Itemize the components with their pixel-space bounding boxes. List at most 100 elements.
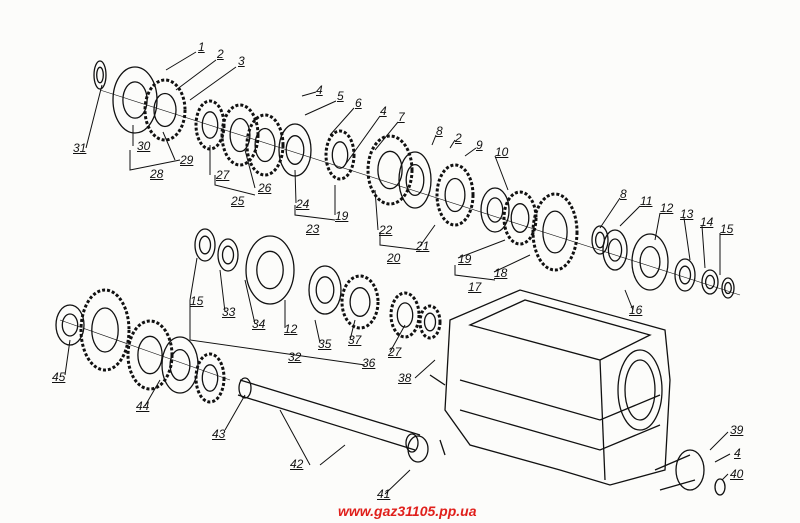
mainshaft-part-5 <box>245 113 285 177</box>
mainshaft-part-11-bore <box>486 197 504 223</box>
secondary-part-4 <box>340 274 380 330</box>
secondary-part-1-bore <box>221 245 235 265</box>
callout-38: 38 <box>398 371 412 385</box>
mainshaft-part-6 <box>278 123 312 177</box>
callout-44: 44 <box>136 399 150 413</box>
mainshaft-part-3-bore <box>201 111 219 139</box>
secondary-part-6 <box>418 304 442 340</box>
mainshaft-part-17-bore <box>678 265 692 285</box>
callout-34: 34 <box>252 317 266 331</box>
callout-17: 17 <box>468 280 482 294</box>
callout-10: 10 <box>495 145 509 159</box>
callout-43: 43 <box>212 427 226 441</box>
mainshaft-part-9 <box>398 151 432 209</box>
callout-29: 29 <box>180 153 194 167</box>
callout-16: 16 <box>629 303 643 317</box>
callout-3: 3 <box>238 54 245 68</box>
callout-27b: 27 <box>388 345 402 359</box>
cluster-part-3 <box>161 336 199 394</box>
mainshaft-part-19 <box>721 277 735 299</box>
callout-41: 41 <box>377 487 391 501</box>
cluster-part-1 <box>79 288 131 372</box>
callout-28: 28 <box>150 167 164 181</box>
callout-20: 20 <box>387 251 401 265</box>
secondary-part-0-bore <box>198 235 212 255</box>
callout-7: 7 <box>398 110 405 124</box>
callout-32: 32 <box>288 350 302 364</box>
callout-40: 40 <box>730 467 744 481</box>
mainshaft-part-18-bore <box>704 274 716 290</box>
mainshaft-part-7-bore <box>331 141 349 169</box>
callout-8b: 8 <box>620 187 627 201</box>
axis-line-1 <box>59 319 231 381</box>
secondary-part-6-bore <box>423 312 437 332</box>
callout-37: 37 <box>348 333 362 347</box>
callout-1: 1 <box>198 40 205 54</box>
mainshaft-part-9-bore <box>405 163 425 197</box>
axis-line-0 <box>99 89 741 296</box>
shaft-43 <box>237 377 429 463</box>
cluster-part-2 <box>126 319 174 391</box>
mainshaft-part-13-bore <box>542 210 568 254</box>
secondary-part-3 <box>308 265 342 315</box>
callout-25: 25 <box>231 194 245 208</box>
mainshaft-part-13 <box>531 192 579 272</box>
callout-45: 45 <box>52 370 66 384</box>
watermark-url: www.gaz31105.pp.ua <box>338 503 477 519</box>
callout-42: 42 <box>290 457 304 471</box>
callout-23: 23 <box>306 222 320 236</box>
input-gear-39 <box>654 449 726 496</box>
gearbox-housing <box>429 289 671 486</box>
callout-5: 5 <box>337 89 344 103</box>
cluster-part-0 <box>55 304 85 346</box>
secondary-part-1 <box>217 238 239 272</box>
callout-4c: 4 <box>734 446 741 460</box>
callout-11: 11 <box>640 194 653 208</box>
mainshaft-part-15 <box>602 229 628 271</box>
callout-13: 13 <box>680 207 694 221</box>
mainshaft-part-2 <box>143 78 187 142</box>
callout-33: 33 <box>222 305 236 319</box>
callout-12: 12 <box>660 201 674 215</box>
callout-31: 31 <box>73 141 87 155</box>
callout-12b: 12 <box>284 322 298 336</box>
mainshaft-part-4-bore <box>229 117 251 153</box>
cluster-part-1-bore <box>91 307 119 353</box>
mainshaft-part-5-bore <box>254 127 276 163</box>
callout-2b: 2 <box>455 131 462 145</box>
secondary-part-5-bore <box>396 302 414 328</box>
callout-30: 30 <box>137 139 151 153</box>
callout-15b: 15 <box>190 294 204 308</box>
callout-24: 24 <box>296 197 310 211</box>
callout-6: 6 <box>355 96 362 110</box>
secondary-part-2-bore <box>256 250 284 290</box>
cluster-part-2-bore <box>137 335 163 375</box>
mainshaft-part-16 <box>631 233 669 291</box>
callout-2: 2 <box>217 47 224 61</box>
mainshaft-part-18 <box>701 269 719 295</box>
mainshaft-part-15-bore <box>607 238 623 262</box>
mainshaft-part-10 <box>435 163 475 227</box>
cluster-part-4-bore <box>201 364 219 392</box>
callout-19: 19 <box>335 209 349 223</box>
callout-15: 15 <box>720 222 734 236</box>
callout-35: 35 <box>318 337 332 351</box>
callout-4: 4 <box>316 83 323 97</box>
secondary-part-5 <box>389 291 421 339</box>
callout-36: 36 <box>362 356 376 370</box>
callout-21: 21 <box>416 239 430 253</box>
callout-22: 22 <box>379 223 393 237</box>
mainshaft-part-14 <box>591 225 609 255</box>
cluster-part-4 <box>194 352 226 404</box>
mainshaft-part-0-bore <box>96 66 104 84</box>
mainshaft-part-19-bore <box>724 281 732 295</box>
callout-18: 18 <box>494 266 508 280</box>
mainshaft-part-10-bore <box>444 177 466 213</box>
callout-19b: 19 <box>458 252 472 266</box>
secondary-part-4-bore <box>349 287 371 317</box>
mainshaft-part-12-bore <box>510 203 530 233</box>
callout-4b: 4 <box>380 104 387 118</box>
mainshaft-part-16-bore <box>639 245 661 279</box>
